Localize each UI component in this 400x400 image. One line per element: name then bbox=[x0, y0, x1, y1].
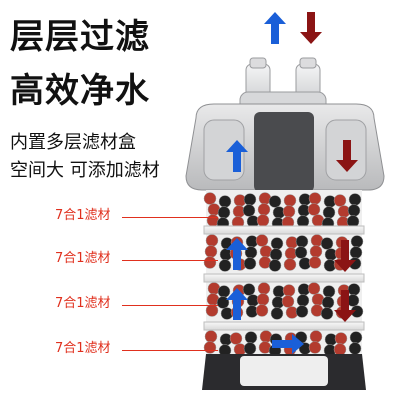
flow-arrows bbox=[226, 12, 358, 354]
filter-media-piece bbox=[309, 330, 323, 343]
leader-line bbox=[122, 217, 218, 218]
arrow-right-icon bbox=[272, 334, 304, 354]
filter-media-piece bbox=[257, 282, 271, 295]
filter-media-piece bbox=[242, 283, 256, 296]
filter-media-piece bbox=[270, 237, 284, 250]
filter-media-piece bbox=[334, 332, 348, 345]
filter-media-piece bbox=[307, 203, 321, 216]
layer-label: 7合1滤材 bbox=[55, 251, 111, 266]
layer-label: 7合1滤材 bbox=[55, 341, 111, 356]
filter-media-piece bbox=[322, 285, 336, 298]
filter-media-piece bbox=[244, 331, 258, 344]
filter-media-piece bbox=[294, 246, 308, 259]
arrow-down-icon bbox=[334, 290, 356, 322]
filter-media-piece bbox=[350, 235, 364, 248]
filter-media-piece bbox=[308, 341, 322, 354]
filter-media-piece bbox=[203, 256, 217, 269]
filter-media-piece bbox=[321, 296, 335, 309]
filter-media-piece bbox=[243, 257, 257, 270]
arrow-up-icon bbox=[226, 288, 248, 320]
filter-media-piece bbox=[348, 193, 362, 206]
filter-media-piece bbox=[282, 284, 296, 297]
filter-media-piece bbox=[296, 294, 310, 307]
leader-line bbox=[122, 305, 218, 306]
filter-media-piece bbox=[203, 192, 217, 205]
filter-media-piece bbox=[270, 307, 284, 320]
layer-label: 7合1滤材 bbox=[55, 296, 111, 311]
filter-media-piece bbox=[320, 237, 334, 250]
filter-media-piece bbox=[347, 204, 361, 217]
filter-media-piece bbox=[205, 304, 219, 317]
headline-line-2: 高效净水 bbox=[10, 71, 150, 111]
filter-media-piece bbox=[218, 195, 232, 208]
filter-media-piece bbox=[307, 282, 321, 295]
filter-media-piece bbox=[204, 245, 218, 258]
filter-media-piece bbox=[347, 283, 361, 296]
arrow-up-icon bbox=[226, 238, 248, 270]
arrow-up-icon bbox=[264, 12, 286, 44]
filter-media-piece bbox=[204, 330, 218, 343]
filter-media-piece bbox=[295, 235, 309, 248]
filter-media-piece bbox=[218, 259, 232, 272]
filter-media-piece bbox=[205, 234, 219, 247]
filter-media-piece bbox=[268, 195, 282, 208]
filter-media-piece bbox=[269, 248, 283, 261]
filter-media-piece bbox=[333, 343, 347, 356]
leader-line bbox=[122, 350, 218, 351]
filter-media-piece bbox=[308, 192, 322, 205]
filter-media-piece bbox=[217, 206, 231, 219]
arrow-up-icon bbox=[226, 140, 248, 172]
filter-media-piece bbox=[283, 194, 297, 207]
filter-media-piece bbox=[243, 193, 257, 206]
filter-media-piece bbox=[283, 258, 297, 271]
arrow-down-icon bbox=[336, 140, 358, 172]
filter-media-piece bbox=[295, 305, 309, 318]
subtitle-line-1: 内置多层滤材盒 bbox=[10, 132, 136, 153]
canister-lid bbox=[185, 103, 385, 192]
filter-media-piece bbox=[243, 342, 257, 355]
filter-media-piece bbox=[217, 285, 231, 298]
arrow-down-icon bbox=[334, 240, 356, 272]
leader-line bbox=[122, 260, 218, 261]
filter-media-piece bbox=[257, 203, 271, 216]
filter-media-piece bbox=[242, 204, 256, 217]
filter-media-piece bbox=[268, 259, 282, 272]
filter-media-piece bbox=[309, 245, 323, 258]
filter-media-piece bbox=[333, 194, 347, 207]
filter-media-piece bbox=[256, 293, 270, 306]
filter-media-piece bbox=[281, 295, 295, 308]
subtitle-line-2: 空间大 可添加滤材 bbox=[10, 160, 160, 181]
layer-label: 7合1滤材 bbox=[55, 208, 111, 223]
filter-media-piece bbox=[255, 234, 269, 247]
filter-media-piece bbox=[348, 342, 362, 355]
filter-media-piece bbox=[308, 256, 322, 269]
filter-media-piece bbox=[229, 332, 243, 345]
filter-media-piece bbox=[255, 304, 269, 317]
filter-media-piece bbox=[244, 246, 258, 259]
filter-media-piece bbox=[256, 214, 270, 227]
filter-media-piece bbox=[322, 206, 336, 219]
filter-media-piece bbox=[282, 205, 296, 218]
filter-media-piece bbox=[349, 331, 363, 344]
filter-media-piece bbox=[349, 246, 363, 259]
filter-media-piece bbox=[216, 296, 230, 309]
filter-media-piece bbox=[203, 341, 217, 354]
filter-media-piece bbox=[320, 307, 334, 320]
headline-line-1: 层层过滤 bbox=[10, 17, 150, 57]
arrow-down-icon bbox=[300, 12, 322, 44]
